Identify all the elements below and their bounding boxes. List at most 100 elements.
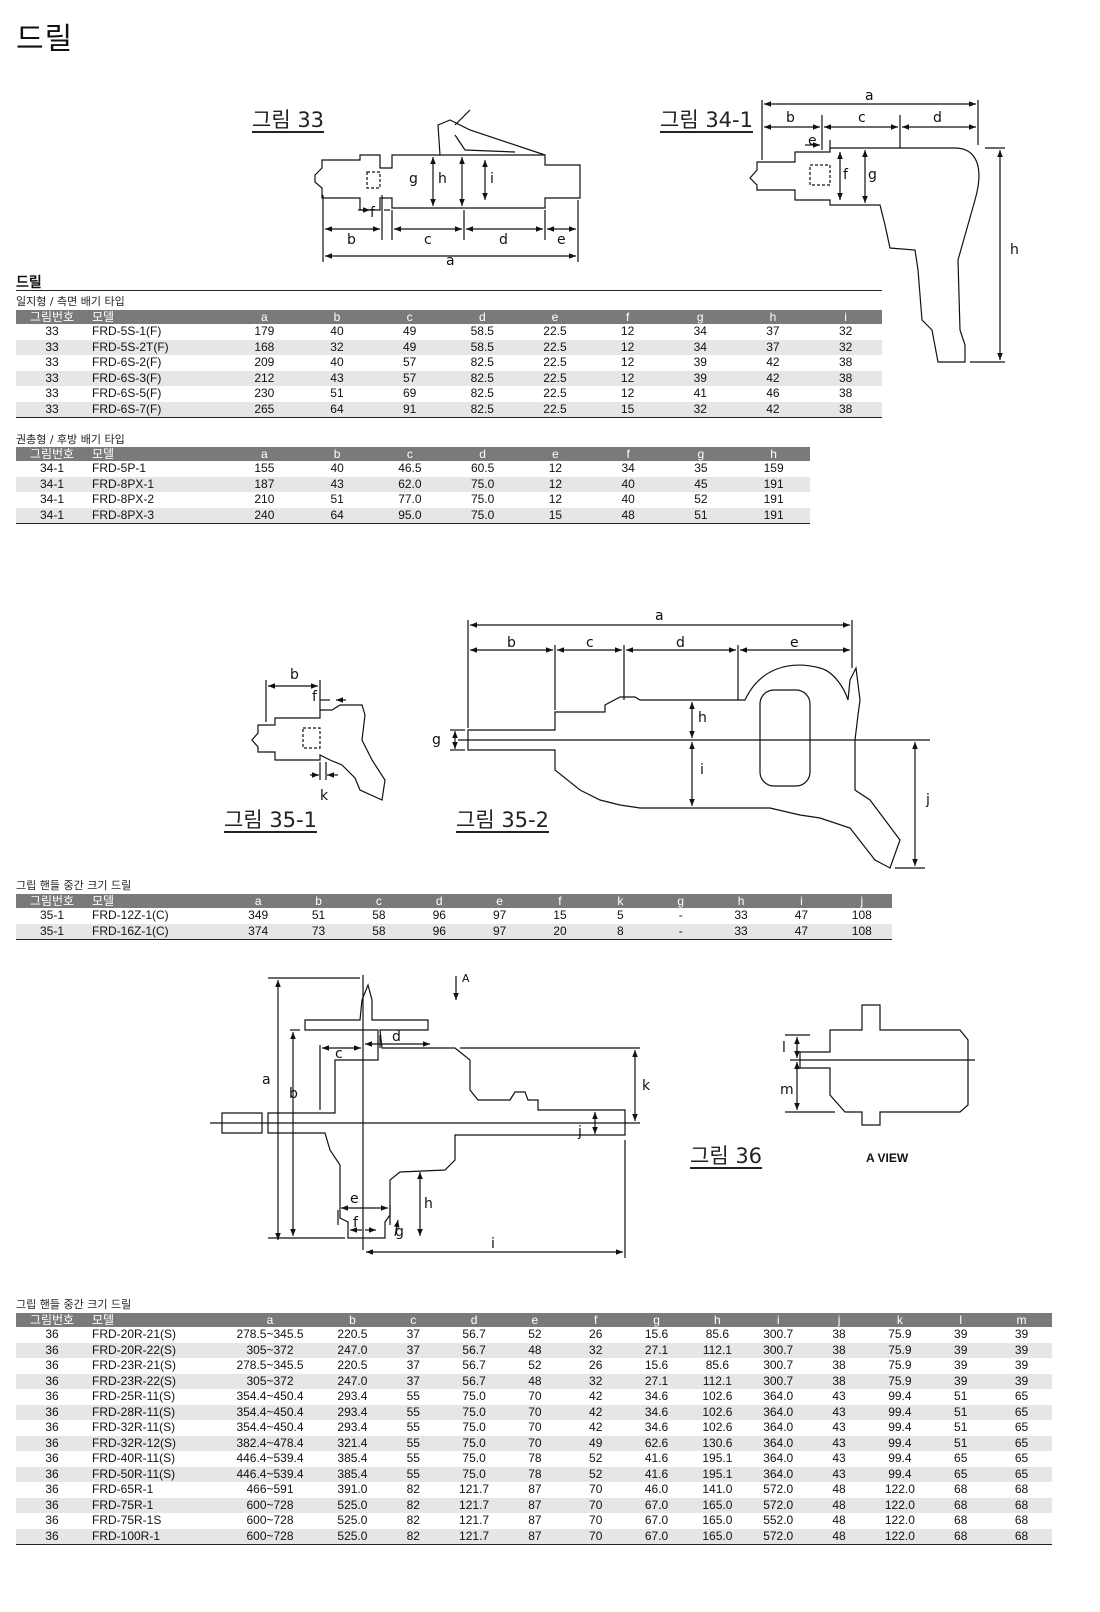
table-cell: 42: [766, 355, 780, 369]
table-cell: 12: [591, 339, 664, 355]
model-cell: FRD-16Z-1(C): [88, 923, 228, 940]
table-cell: 38: [832, 1327, 846, 1341]
dim-label-f: f: [312, 689, 317, 705]
table-cell: 20: [529, 923, 591, 940]
table-cell: 41.6: [626, 1466, 687, 1482]
column-header: c: [373, 447, 447, 461]
dim-label-c: c: [858, 110, 866, 126]
table-cell: 374: [228, 923, 289, 940]
column-header: b: [322, 1313, 383, 1327]
table-cell: 38: [832, 1358, 846, 1372]
model-cell: FRD-8PX-3: [88, 507, 228, 524]
table-cell: 33: [16, 401, 88, 418]
table-cell: 141.0: [702, 1482, 733, 1496]
table-cell: 70: [589, 1482, 603, 1496]
model-cell: FRD-6S-7(F): [88, 401, 228, 418]
table-cell: 191: [737, 476, 810, 492]
dim-label-d: d: [676, 635, 685, 651]
table-cell: 87: [504, 1528, 566, 1545]
dim-label-c: c: [586, 635, 594, 651]
model-cell: FRD-8PX-2: [92, 492, 155, 506]
table-cell: 48: [808, 1497, 870, 1513]
table-cell: 34-1: [39, 461, 65, 475]
table-cell: 391.0: [337, 1482, 368, 1496]
figure-34-1-label: 그림 34-1: [660, 108, 753, 132]
table-cell: 112.1: [686, 1373, 748, 1389]
table-cell: 65: [991, 1404, 1052, 1420]
table-cell: 121.7: [443, 1528, 505, 1545]
table-cell: 195.1: [686, 1466, 748, 1482]
table-cell: 36: [16, 1497, 88, 1513]
table-cell: 49: [373, 339, 446, 355]
model-cell: FRD-23R-21(S): [92, 1358, 177, 1372]
table-cell: 56.7: [443, 1342, 505, 1358]
table-cell: 349: [248, 908, 269, 922]
dim-label-f: f: [353, 1215, 358, 1231]
table-cell: 58: [348, 923, 410, 940]
table-cell: 32: [565, 1342, 627, 1358]
table-cell: 58.5: [470, 324, 494, 338]
table-cell: 209: [254, 355, 275, 369]
table-cell: 35-1: [39, 908, 65, 922]
table-cell: 48: [832, 1482, 846, 1496]
table-cell: 102.6: [702, 1389, 733, 1403]
table-cell: 40: [330, 324, 344, 338]
column-header: a: [218, 1313, 322, 1327]
table-cell: 34-1: [16, 476, 88, 492]
table-cell: 42: [736, 401, 810, 418]
table-cell: 34: [621, 461, 635, 475]
column-header: h: [736, 310, 810, 324]
table-cell: 82: [382, 1528, 444, 1545]
figure-36-label: 그림 36: [690, 1144, 763, 1168]
table-cell: 75.0: [462, 1420, 486, 1434]
column-header: d: [445, 310, 519, 324]
column-header: a: [228, 310, 301, 324]
table-cell: 525.0: [337, 1513, 368, 1527]
table-cell: 64: [300, 507, 374, 524]
table-cell: 55: [382, 1466, 444, 1482]
model-cell: FRD-5P-1: [92, 461, 147, 475]
table-cell: 39: [930, 1373, 992, 1389]
table-cell: 12: [620, 386, 635, 400]
figure-33-drawing: [314, 109, 581, 262]
table-cell: 70: [528, 1420, 542, 1434]
table-cell: 65: [1014, 1420, 1029, 1434]
table-cell: 130.6: [686, 1435, 748, 1451]
table-cell: 15.6: [644, 1327, 669, 1341]
table-cell: 52: [589, 1451, 603, 1465]
table-cell: 42: [589, 1389, 603, 1403]
table-cell: 48: [591, 507, 665, 524]
table-cell: 293.4: [322, 1404, 383, 1420]
a-view-drawing: [785, 1004, 975, 1126]
table-cell: 49: [565, 1435, 627, 1451]
table-cell: 65: [1014, 1389, 1029, 1403]
table-cell: 122.0: [869, 1528, 931, 1545]
table-cell: 40: [621, 492, 635, 506]
table-cell: 12: [620, 324, 635, 338]
table-cell: 165.0: [686, 1528, 748, 1545]
table-cell: 42: [736, 370, 810, 386]
table-cell: 247.0: [322, 1342, 383, 1358]
table-cell: 187: [228, 476, 301, 492]
table-cell: 33: [45, 355, 59, 369]
table-cell: 82: [406, 1482, 420, 1496]
table-cell: 67.0: [644, 1513, 669, 1527]
table-cell: 55: [406, 1451, 420, 1465]
column-header: d: [409, 894, 470, 908]
column-header: 그림번호: [16, 310, 88, 324]
model-cell: FRD-23R-22(S): [88, 1373, 218, 1389]
table-cell: 121.7: [459, 1482, 490, 1496]
table-cell: 26: [589, 1358, 603, 1372]
dim-label-h: h: [438, 171, 447, 187]
column-header: e: [519, 447, 592, 461]
column-header: 모델: [88, 447, 228, 461]
dim-label-h: h: [698, 710, 707, 726]
table-cell: 70: [528, 1389, 542, 1403]
column-header: j: [831, 894, 892, 908]
